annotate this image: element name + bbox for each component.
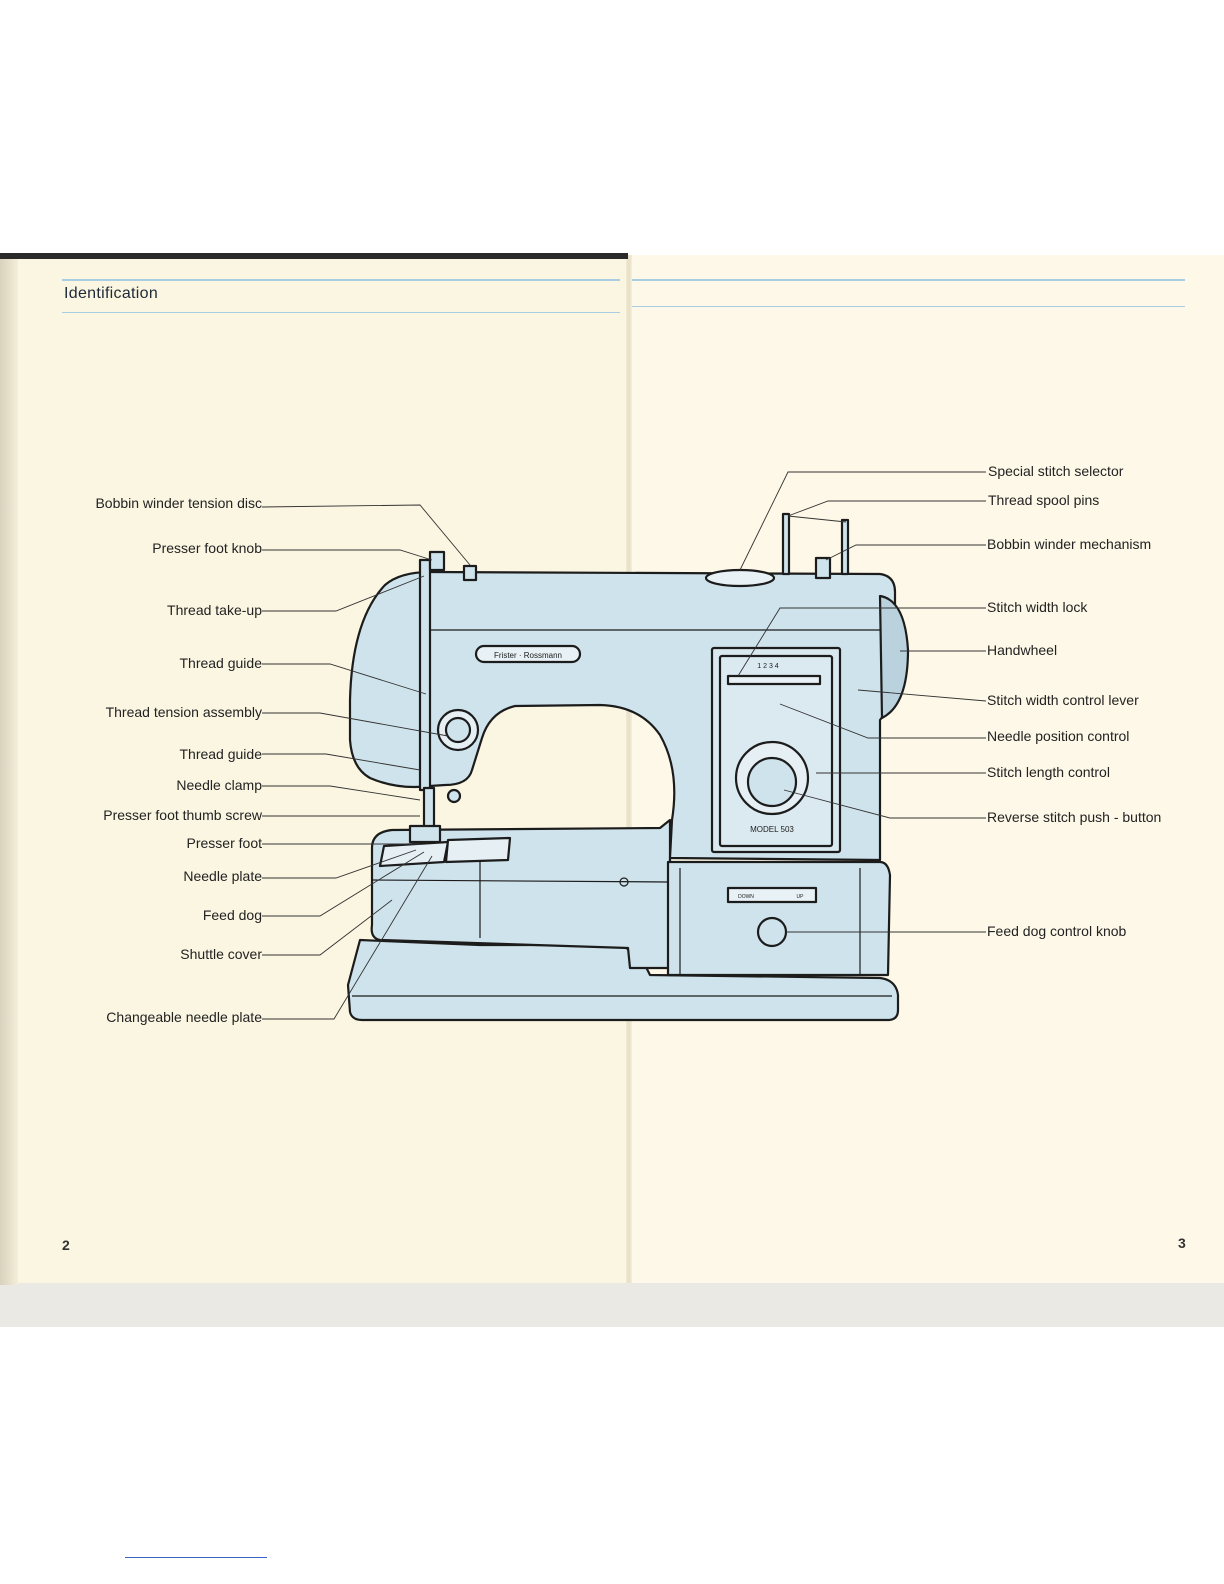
- label-special-stitch-selector: Special stitch selector: [988, 463, 1123, 479]
- label-thread-tension-assembly: Thread tension assembly: [2, 704, 262, 720]
- label-thread-spool-pins: Thread spool pins: [988, 492, 1099, 508]
- width-scale-text: 1 2 3 4: [757, 663, 779, 670]
- label-stitch-width-control-lever: Stitch width control lever: [987, 692, 1139, 708]
- feed-dog-down-text: DOWN: [738, 894, 754, 900]
- label-presser-foot-thumb-screw: Presser foot thumb screw: [2, 807, 262, 823]
- label-feed-dog: Feed dog: [2, 907, 262, 923]
- brand-plate-text: Frister · Rossmann: [494, 651, 562, 660]
- label-presser-foot: Presser foot: [2, 835, 262, 851]
- label-needle-position-control: Needle position control: [987, 728, 1129, 744]
- label-reverse-stitch-push-button: Reverse stitch push - button: [987, 809, 1161, 825]
- label-needle-clamp: Needle clamp: [2, 777, 262, 793]
- label-bobbin-winder-tension-disc: Bobbin winder tension disc: [2, 495, 262, 511]
- label-stitch-width-lock: Stitch width lock: [987, 599, 1087, 615]
- label-bobbin-winder-mechanism: Bobbin winder mechanism: [987, 536, 1151, 552]
- label-thread-take-up: Thread take-up: [2, 602, 262, 618]
- label-needle-plate: Needle plate: [2, 868, 262, 884]
- label-feed-dog-control-knob: Feed dog control knob: [987, 923, 1126, 939]
- label-stitch-length-control: Stitch length control: [987, 764, 1110, 780]
- label-handwheel: Handwheel: [987, 642, 1057, 658]
- label-changeable-needle-plate: Changeable needle plate: [2, 1009, 262, 1025]
- label-presser-foot-knob: Presser foot knob: [2, 540, 262, 556]
- footer-link-underline[interactable]: [125, 1557, 267, 1558]
- feed-dog-up-text: UP: [797, 894, 805, 900]
- label-shuttle-cover: Shuttle cover: [2, 946, 262, 962]
- label-thread-guide-upper: Thread guide: [2, 655, 262, 671]
- label-thread-guide-lower: Thread guide: [2, 746, 262, 762]
- model-badge-text: MODEL 503: [750, 825, 794, 834]
